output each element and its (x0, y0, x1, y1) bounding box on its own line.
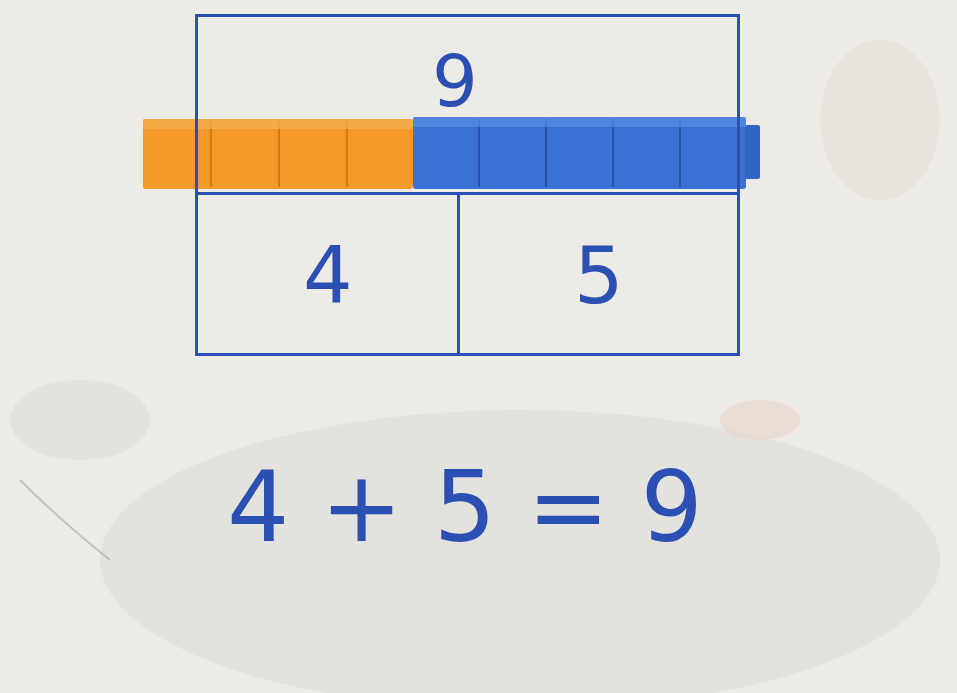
part-number: 5 (574, 237, 624, 315)
equation: 4 + 5 = 9 (227, 458, 703, 556)
cube-seam (679, 119, 681, 187)
cube-seam (612, 119, 614, 187)
highlight (143, 119, 413, 129)
shadow (100, 410, 940, 693)
cube-seam (346, 121, 348, 187)
whole-bar: 9 4 5 (195, 14, 740, 356)
stain-line (20, 480, 110, 560)
blue-bar (413, 117, 746, 189)
smudge (720, 400, 800, 440)
part-cell: 5 (460, 192, 737, 356)
cube-seam (545, 119, 547, 187)
cube-nub (745, 125, 760, 179)
part-number: 4 (303, 237, 353, 315)
cube-seam (278, 121, 280, 187)
smudge (820, 40, 940, 200)
orange-bar (143, 119, 413, 189)
part-cell: 4 (198, 192, 460, 356)
highlight (413, 117, 746, 127)
orange-cubes (143, 119, 413, 189)
total-number: 9 (432, 45, 478, 117)
blue-cubes (413, 117, 760, 189)
cube-seam (210, 121, 212, 187)
smudge (10, 380, 150, 460)
cube-seam (478, 119, 480, 187)
